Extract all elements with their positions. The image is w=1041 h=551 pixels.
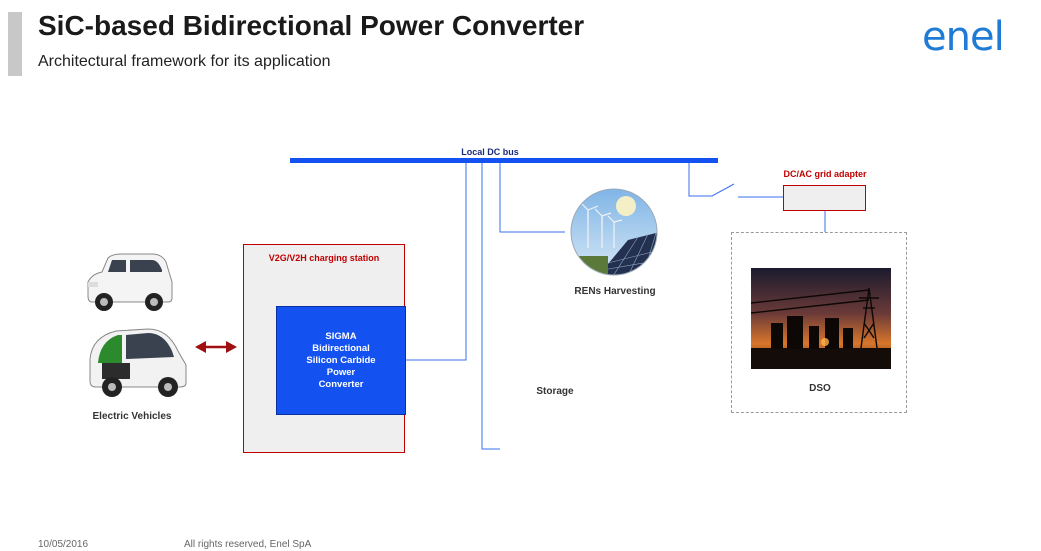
converter-bus-connector xyxy=(406,163,467,361)
charging-station-label: V2G/V2H charging station xyxy=(268,253,380,263)
dc-bus-line xyxy=(290,158,718,163)
footer-date: 10/05/2016 xyxy=(38,539,89,550)
footer-rights: All rights reserved, Enel SpA xyxy=(184,539,312,550)
rens-connector xyxy=(499,163,565,233)
title-accent-bar xyxy=(8,12,22,76)
vw-up-car-image xyxy=(82,252,176,314)
page-subtitle: Architectural framework for its applicat… xyxy=(38,53,331,70)
dso-substation-image xyxy=(750,268,891,369)
enel-logo: enel xyxy=(922,14,1037,63)
rens-image xyxy=(568,188,660,276)
dso-label: DSO xyxy=(809,383,831,394)
dc-bus-label: Local DC bus xyxy=(461,147,519,157)
adapter-label: DC/AC grid adapter xyxy=(783,169,867,179)
storage-connector xyxy=(481,163,500,450)
sigma-converter-box: SIGMA Bidirectional Silicon Carbide Powe… xyxy=(276,306,406,415)
storage-label: Storage xyxy=(536,386,574,397)
electric-vehicles-label: Electric Vehicles xyxy=(92,411,172,422)
rens-label: RENs Harvesting xyxy=(574,286,656,297)
dc-ac-adapter-box xyxy=(783,185,866,211)
logo-wordmark: enel xyxy=(922,18,1004,58)
arrow-right-head xyxy=(226,341,237,353)
smart-car-image xyxy=(82,323,192,399)
converter-label: SIGMA Bidirectional Silicon Carbide Powe… xyxy=(306,330,376,390)
arrow-left-head xyxy=(195,341,206,353)
page-title: SiC-based Bidirectional Power Converter xyxy=(38,10,585,41)
switch-connector xyxy=(688,163,735,197)
